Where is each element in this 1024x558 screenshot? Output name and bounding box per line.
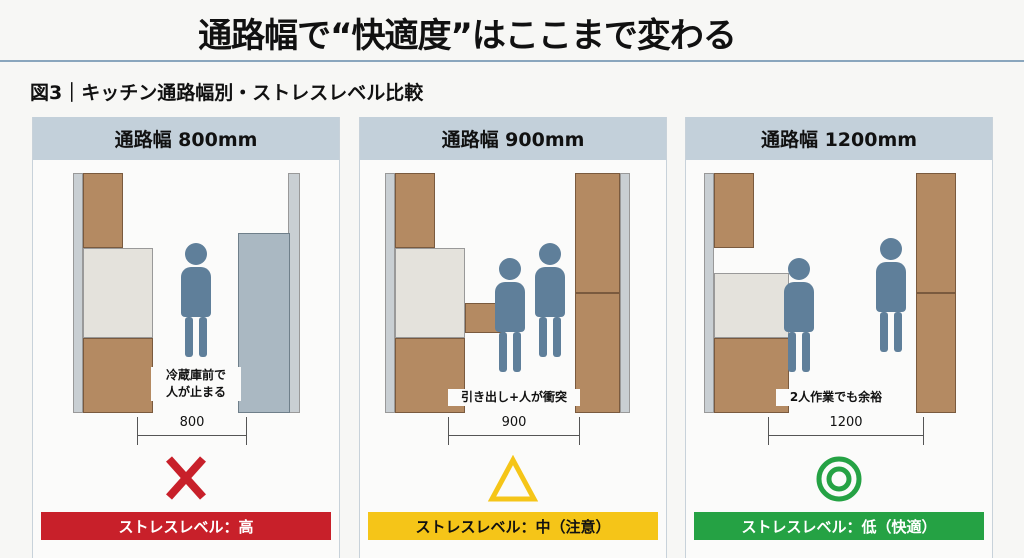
panel-header: 通路幅 1200mm <box>686 117 992 160</box>
caption: 引き出し+人が衝突 <box>448 389 580 406</box>
person-icon <box>535 243 565 357</box>
caption: 2人作業でも余裕 <box>776 389 896 406</box>
person-icon <box>495 258 525 372</box>
panel-header: 通路幅 800mm <box>33 117 339 160</box>
divider <box>0 60 1024 62</box>
cross-icon <box>33 455 339 507</box>
page-title: 通路幅で“快適度”はここまで変わる <box>198 16 737 56</box>
panel-900: 通路幅 900mm 引き出し+人が衝突 900 ストレスレベル：中（注意） <box>359 117 667 558</box>
panel-800: 通路幅 800mm 冷蔵庫前で人が止まる 800 ストレスレベル：高 <box>32 117 340 558</box>
dimension: 900 <box>448 415 580 445</box>
kitchen-illustration <box>385 173 630 413</box>
panel-1200: 通路幅 1200mm 2人作業でも余裕 1200 ストレスレベル：低（快適） <box>685 117 993 558</box>
triangle-icon <box>360 455 666 507</box>
dimension: 800 <box>137 415 247 445</box>
stress-badge: ストレスレベル：高 <box>41 512 331 540</box>
person-icon <box>876 238 906 352</box>
person-icon <box>181 243 211 357</box>
dimension: 1200 <box>768 415 924 445</box>
stress-badge: ストレスレベル：中（注意） <box>368 512 658 540</box>
stress-badge: ストレスレベル：低（快適） <box>694 512 984 540</box>
panel-header: 通路幅 900mm <box>360 117 666 160</box>
figure-label: 図3｜キッチン通路幅別・ストレスレベル比較 <box>30 82 424 104</box>
person-icon <box>784 258 814 372</box>
kitchen-illustration <box>73 173 301 413</box>
double-circle-icon <box>686 455 992 507</box>
caption: 冷蔵庫前で人が止まる <box>151 367 241 401</box>
kitchen-illustration <box>704 173 956 413</box>
